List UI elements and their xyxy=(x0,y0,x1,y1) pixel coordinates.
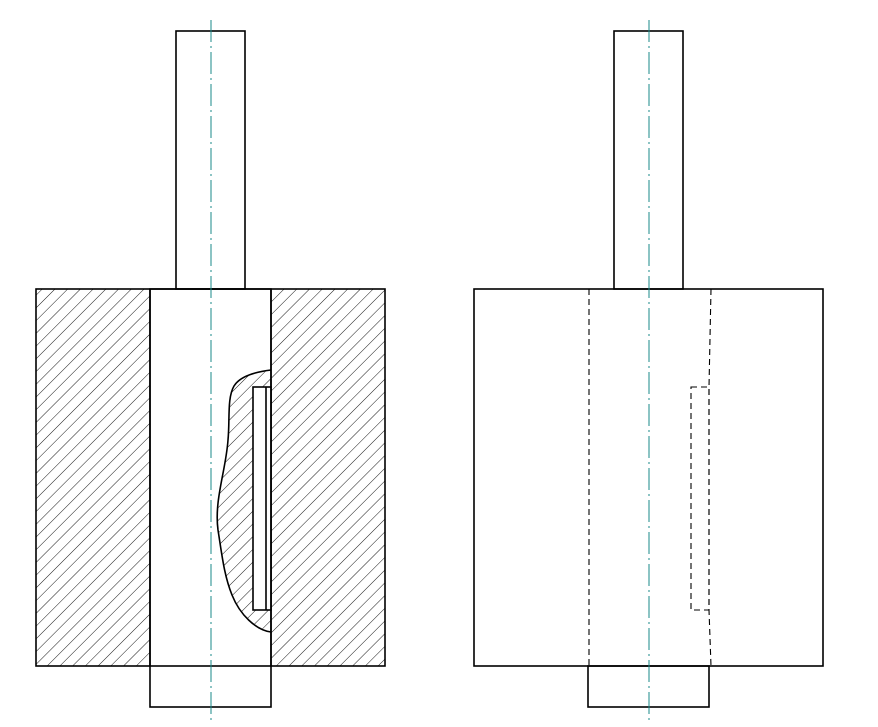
broken-out-boundary xyxy=(216,369,272,633)
sectioned-front-view xyxy=(35,20,386,720)
housing-left-wall-section xyxy=(36,289,150,666)
housing-right-wall-section xyxy=(271,289,385,666)
key-rectangle xyxy=(253,387,271,610)
exterior-front-view xyxy=(473,20,824,720)
hidden-key xyxy=(690,386,710,611)
